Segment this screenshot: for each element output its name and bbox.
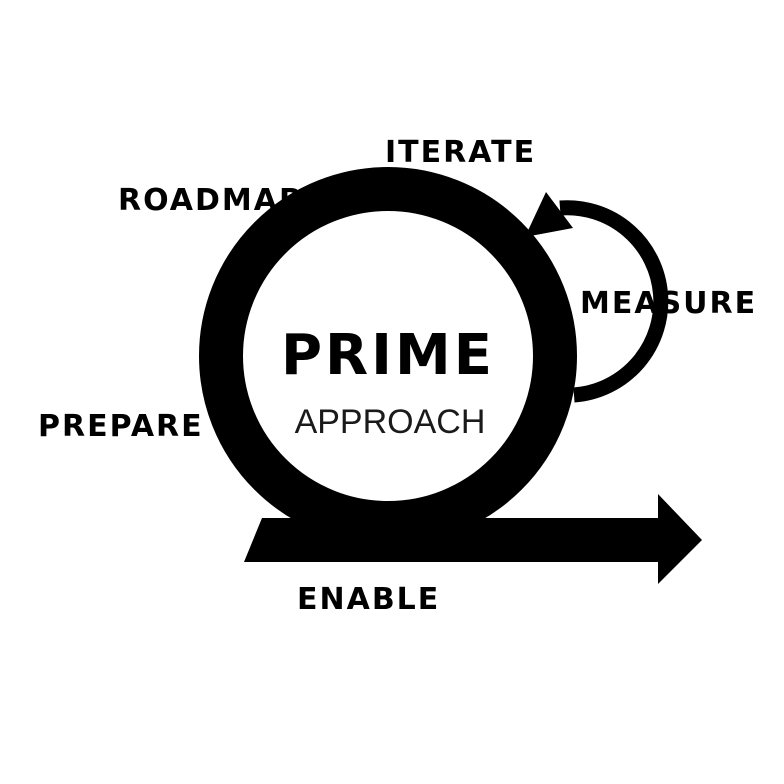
right-arrow-icon: [244, 494, 702, 584]
step-label-iterate: ITERATE: [385, 135, 536, 170]
diagram-title: PRIME: [281, 323, 495, 388]
step-label-enable: ENABLE: [297, 582, 440, 617]
circular-arrow-icon: [525, 192, 669, 403]
step-label-prepare: PREPARE: [38, 409, 204, 444]
step-label-measure: MEASURE: [580, 286, 757, 321]
step-label-roadmap: ROADMAP: [118, 183, 303, 218]
diagram-subtitle: APPROACH: [295, 403, 486, 441]
